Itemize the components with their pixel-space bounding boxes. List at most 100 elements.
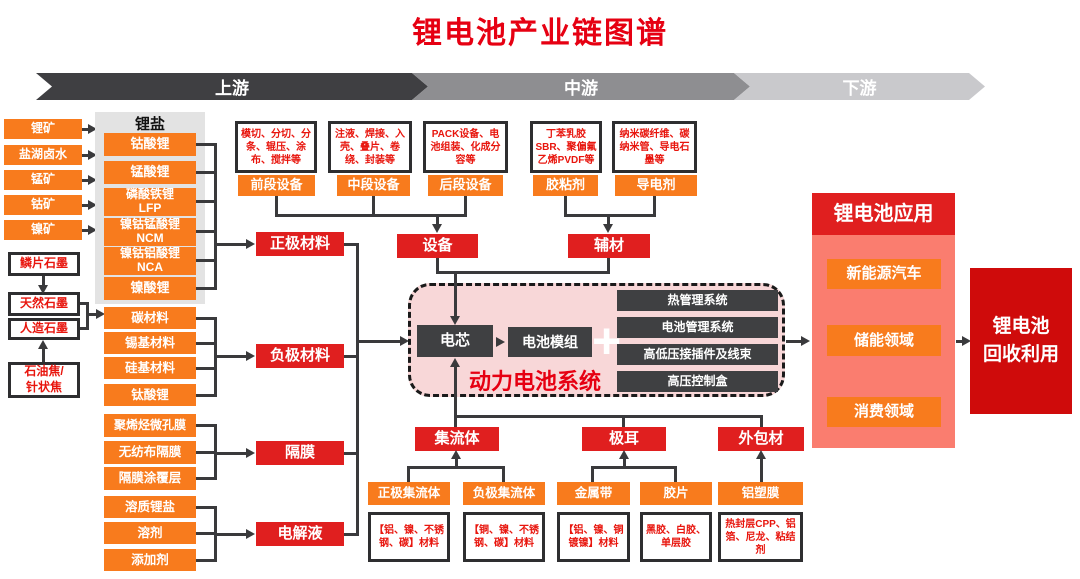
arrowhead (801, 336, 810, 346)
connector (80, 302, 88, 305)
arrowhead (451, 450, 461, 459)
plus-sign: + (592, 313, 622, 369)
arrowhead (246, 351, 255, 361)
banner-upstream: 上游 (36, 73, 428, 100)
node-silicon-material: 硅基材料 (104, 357, 196, 379)
connector (591, 466, 594, 482)
detail-aluminum-plastic-film: 热封层CPP、铝箔、尼龙、粘结剂 (718, 512, 803, 562)
node-nonwoven-separator: 无纺布隔膜 (104, 441, 196, 464)
detail-binder: 丁苯乳胶SBR、聚偏氟乙烯PVDF等 (530, 121, 602, 173)
arrowhead (756, 450, 766, 459)
connector (214, 533, 246, 536)
node-mid-stage-equipment: 中段设备 (337, 175, 410, 196)
node-polyolefin-membrane: 聚烯烃微孔膜 (104, 414, 196, 437)
connector (82, 128, 89, 131)
node-lno: 镍酸锂 (104, 277, 196, 300)
connector (454, 271, 457, 317)
detail-conductive-agent: 纳米碳纤维、碳纳米管、导电石墨等 (612, 121, 697, 173)
connector (80, 327, 88, 330)
node-flake-graphite: 鳞片石墨 (8, 252, 80, 276)
category-anode-material: 负极材料 (256, 344, 344, 368)
node-carbon-material: 碳材料 (104, 307, 196, 329)
connector (196, 367, 216, 370)
node-solute-salt: 溶质锂盐 (104, 496, 196, 518)
connector (196, 424, 216, 427)
node-separator-coating: 隔膜涂覆层 (104, 467, 196, 490)
connector (502, 466, 505, 482)
node-tin-material: 锡基材料 (104, 332, 196, 354)
connector (607, 258, 610, 272)
connector (196, 287, 216, 290)
connector (956, 340, 964, 343)
connector (196, 477, 216, 480)
connector (196, 317, 216, 320)
connector (214, 452, 246, 455)
node-solvent: 溶剂 (104, 522, 196, 544)
node-battery-recycling: 锂电池 回收利用 (970, 268, 1072, 414)
arrowhead (962, 336, 971, 346)
connector (454, 366, 457, 427)
node-manganese-ore: 锰矿 (4, 170, 82, 190)
arrowhead (432, 224, 442, 233)
node-binder: 胶粘剂 (533, 175, 598, 196)
arrowhead (38, 285, 48, 294)
connector (356, 243, 359, 536)
connector (196, 506, 216, 509)
category-outer-packaging: 外包材 (718, 427, 804, 451)
category-auxiliary: 辅材 (568, 234, 650, 258)
connector (344, 533, 359, 536)
node-cathode-collector: 正极集流体 (368, 482, 450, 505)
banner-midstream: 中游 (412, 73, 750, 100)
detail-front-stage-equipment: 模切、分切、分条、辊压、涂布、搅拌等 (235, 121, 317, 173)
node-lco: 钴酸锂 (104, 133, 196, 156)
connector (196, 342, 216, 345)
detail-back-stage-equipment: PACK设备、电池组装、化成分容等 (423, 121, 508, 173)
node-natural-graphite: 天然石墨 (8, 292, 80, 316)
connector (82, 204, 89, 207)
node-cobalt-ore: 钴矿 (4, 195, 82, 215)
node-consumer: 消费领域 (827, 397, 941, 427)
connector (82, 179, 89, 182)
arrowhead (450, 358, 460, 367)
connector (275, 196, 278, 216)
connector (196, 171, 216, 174)
node-hv-control-box: 高压控制盒 (617, 371, 778, 392)
category-separator: 隔膜 (256, 441, 344, 465)
connector (344, 452, 359, 455)
connector (372, 196, 375, 216)
connector (344, 355, 359, 358)
detail-metal-strip: 【铝、镍、铜镀镍】材料 (557, 512, 630, 562)
node-anode-collector: 负极集流体 (463, 482, 545, 505)
node-lmo: 锰酸锂 (104, 161, 196, 184)
node-battery-module: 电池模组 (508, 327, 592, 357)
category-tab: 极耳 (582, 427, 666, 451)
connector (42, 348, 45, 362)
arrowhead (246, 239, 255, 249)
connector (86, 313, 97, 316)
node-adhesive-film: 胶片 (640, 482, 712, 505)
connector (42, 276, 45, 286)
connector (196, 451, 216, 454)
node-battery-management: 电池管理系统 (617, 317, 778, 338)
connector (674, 466, 677, 482)
node-salt-lake-brine: 盐湖卤水 (4, 145, 82, 165)
connector (464, 196, 467, 216)
connector (564, 214, 656, 217)
connector (196, 559, 216, 562)
arrowhead (88, 175, 97, 185)
arrowhead (246, 448, 255, 458)
category-equipment: 设备 (397, 234, 478, 258)
banner-downstream: 下游 (734, 73, 985, 100)
node-lfp: 磷酸铁锂 LFP (104, 187, 196, 216)
connector (196, 230, 216, 233)
arrowhead (450, 316, 460, 325)
arrowhead (88, 200, 97, 210)
connector (407, 466, 505, 469)
connector (82, 229, 89, 232)
connector (356, 340, 402, 343)
connector (786, 340, 802, 343)
node-front-stage-equipment: 前段设备 (238, 175, 315, 196)
detail-mid-stage-equipment: 注液、焊接、入壳、叠片、卷绕、封装等 (328, 121, 412, 173)
connector (436, 217, 439, 225)
